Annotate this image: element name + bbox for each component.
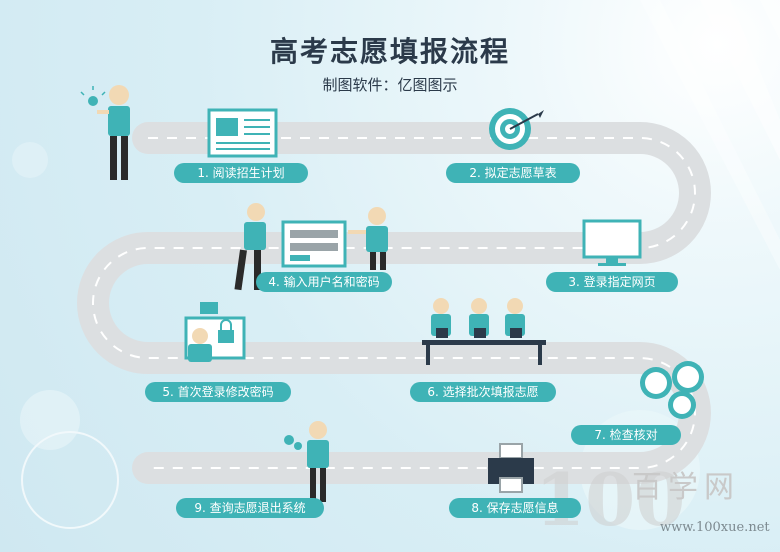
students-at-desks xyxy=(422,298,546,365)
lightbulb-icon xyxy=(80,86,106,106)
step-label-5: 5. 首次登录修改密码 xyxy=(145,382,291,402)
step-label-9: 9. 查询志愿退出系统 xyxy=(176,498,324,518)
person-end xyxy=(284,421,329,502)
step-label-4: 4. 输入用户名和密码 xyxy=(256,272,392,292)
page-subtitle: 制图软件：亿图图示 xyxy=(322,76,458,94)
step-label-1: 1. 阅读招生计划 xyxy=(174,163,308,183)
monitor-icon xyxy=(582,219,642,266)
target-icon xyxy=(489,108,544,150)
step-label-7: 7. 检查核对 xyxy=(571,425,681,445)
person-login xyxy=(234,203,266,291)
watermark-text: 百学网 xyxy=(632,470,740,505)
step-label-2: 2. 拟定志愿草表 xyxy=(446,163,580,183)
road-dashes xyxy=(92,137,696,469)
step-label-3: 3. 登录指定网页 xyxy=(546,272,678,292)
gear-icon xyxy=(640,361,704,419)
person-start xyxy=(97,85,130,180)
step-label-8: 8. 保存志愿信息 xyxy=(449,498,581,518)
sun-rays xyxy=(640,0,780,270)
road xyxy=(77,122,711,484)
printer-icon xyxy=(488,443,534,493)
person-pointing xyxy=(348,207,388,270)
login-form-icon xyxy=(281,220,347,268)
watermark-url: www.100xue.net xyxy=(660,520,770,535)
lock-monitor-icon xyxy=(184,302,246,362)
newspaper-icon xyxy=(207,108,278,158)
step-label-6: 6. 选择批次填报志愿 xyxy=(410,382,556,402)
page-title: 高考志愿填报流程 xyxy=(269,35,510,68)
